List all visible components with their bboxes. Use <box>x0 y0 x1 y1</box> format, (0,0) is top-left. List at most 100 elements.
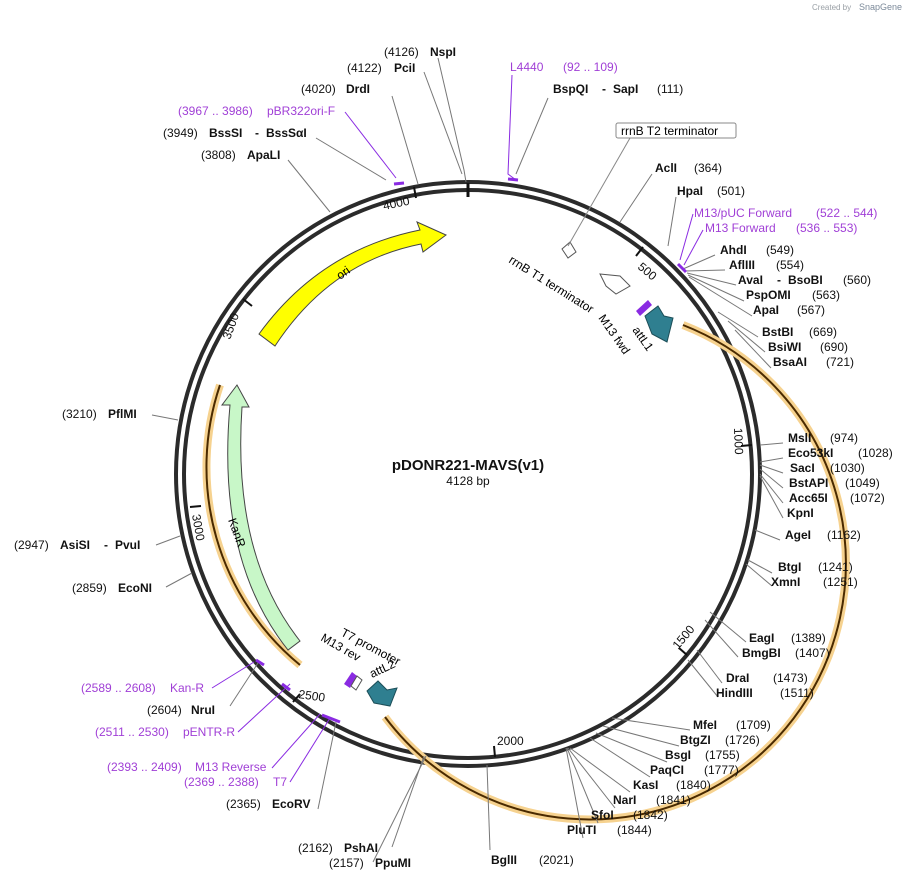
site-hindIII[interactable]: HindIII <box>716 686 753 700</box>
site-btgZI[interactable]: BtgZI <box>680 733 711 747</box>
site-pos-bmgBI: (1407) <box>795 646 830 660</box>
site-aflIII[interactable]: AflIII <box>729 258 755 272</box>
site-apaLI[interactable]: ApaLI <box>247 148 280 162</box>
site-pclI[interactable]: PciI <box>394 61 415 75</box>
ori-feature[interactable] <box>258 221 447 347</box>
tick-1000 <box>740 444 753 447</box>
primer-l4440[interactable]: L4440 <box>510 60 544 74</box>
primer-m13puc[interactable]: M13/pUC Forward <box>694 206 792 220</box>
site-pos-pshAI: (2162) <box>298 841 333 855</box>
tick-3000 <box>189 505 202 508</box>
credit-brand: SnapGene <box>859 2 902 12</box>
site-pos-ecoRV: (2365) <box>226 797 261 811</box>
site-pos-ahdI: (549) <box>766 243 794 257</box>
site-kasI[interactable]: KasI <box>633 778 658 792</box>
tick-3500 <box>242 298 253 307</box>
primer-pentr[interactable]: pENTR-R <box>183 725 235 739</box>
site-eco53kI[interactable]: Eco53kI <box>788 446 833 460</box>
primer-kanR[interactable]: Kan-R <box>170 681 204 695</box>
site-bstAPI[interactable]: BstAPI <box>789 476 828 490</box>
attl1-feature[interactable] <box>644 305 674 343</box>
site-bsaAI[interactable]: BsaAI <box>773 355 807 369</box>
site-paqCI[interactable]: PaqCI <box>650 763 684 777</box>
site-hpaI[interactable]: HpaI <box>677 184 703 198</box>
site-ageI[interactable]: AgeI <box>785 528 811 542</box>
site-bspQI[interactable]: BspQI <box>553 82 588 96</box>
site-ecoRV[interactable]: EcoRV <box>272 797 310 811</box>
site-bsoBI[interactable]: BsoBI <box>788 273 823 287</box>
site-avaI[interactable]: AvaI <box>738 273 763 287</box>
primer-m13fwd[interactable]: M13 Forward <box>705 221 776 235</box>
site-bglII[interactable]: BglII <box>491 853 517 867</box>
m13-fwd-feature[interactable] <box>636 300 652 316</box>
site-bssSI[interactable]: BssSI <box>209 126 242 140</box>
site-aclI[interactable]: AclI <box>655 161 677 175</box>
ori-label: ori <box>334 263 353 282</box>
site-pos-bssSI: (3949) <box>163 126 198 140</box>
site-mfeI[interactable]: MfeI <box>693 718 717 732</box>
site-pos-kasI: (1840) <box>676 778 711 792</box>
site-pos-bstAPI: (1049) <box>845 476 880 490</box>
site-asiSI[interactable]: AsiSI <box>60 538 90 552</box>
site-pshAI[interactable]: PshAI <box>344 841 378 855</box>
primer-range-kanR: (2589 .. 2608) <box>81 681 156 695</box>
site-pos-bspQI: (111) <box>657 82 683 96</box>
site-mslI[interactable]: MslI <box>788 431 811 445</box>
site-bssSaI[interactable]: BssSαI <box>266 126 307 140</box>
site-drdI[interactable]: DrdI <box>346 82 370 96</box>
site-sacI[interactable]: SacI <box>790 461 815 475</box>
site-draI[interactable]: DraI <box>726 671 749 685</box>
site-pos-ageI: (1162) <box>827 528 861 542</box>
site-pos-apaI: (567) <box>797 303 825 317</box>
site-pos-paqCI: (1777) <box>704 763 739 777</box>
primer-range-m13rev: (2393 .. 2409) <box>107 760 182 774</box>
site-pos-aclI: (364) <box>694 161 722 175</box>
site-pspOMI[interactable]: PspOMI <box>746 288 791 302</box>
site-pvuI[interactable]: PvuI <box>115 538 140 552</box>
site-ecoNI[interactable]: EcoNI <box>118 581 152 595</box>
site-narI[interactable]: NarI <box>613 793 636 807</box>
rrnb-t2-feature[interactable] <box>561 241 577 259</box>
site-ppuMI[interactable]: PpuMI <box>375 856 411 870</box>
primer-m13rev[interactable]: M13 Reverse <box>195 760 267 774</box>
rrnb-t1-feature[interactable] <box>599 273 631 295</box>
site-pos-pspOMI: (563) <box>812 288 840 302</box>
m13-rev-feature[interactable] <box>344 672 357 688</box>
site-btgI[interactable]: BtgI <box>778 560 801 574</box>
site-pos-mslI: (974) <box>830 431 858 445</box>
tick-label-2000: 2000 <box>497 734 524 748</box>
site-pflMI[interactable]: PflMI <box>108 407 137 421</box>
site-apaI[interactable]: ApaI <box>753 303 779 317</box>
m13-fwd-label: M13 fwd <box>596 312 633 357</box>
site-bsgI[interactable]: BsgI <box>665 748 691 762</box>
site-pluTI[interactable]: PluTI <box>567 823 596 837</box>
tick-2500 <box>292 693 301 703</box>
kanr-feature[interactable] <box>221 384 301 651</box>
site-asiSI-sep: - <box>104 538 108 552</box>
attl2-feature[interactable] <box>366 680 398 707</box>
site-pos-avaI: (560) <box>843 273 871 287</box>
tick-label-3000: 3000 <box>189 513 207 542</box>
site-xmnI[interactable]: XmnI <box>771 575 800 589</box>
site-bmgBI[interactable]: BmgBI <box>742 646 781 660</box>
primer-t7[interactable]: T7 <box>273 775 287 789</box>
site-nspI[interactable]: NspI <box>430 45 456 59</box>
site-pos-sacI: (1030) <box>830 461 865 475</box>
site-nruI[interactable]: NruI <box>191 703 215 717</box>
site-avaI-sep: - <box>777 273 781 287</box>
site-ahdI[interactable]: AhdI <box>720 243 747 257</box>
site-pos-bsiWI: (690) <box>820 340 848 354</box>
primer-pbr322[interactable]: pBR322ori-F <box>267 104 335 118</box>
primer-range-m13puc: (522 .. 544) <box>816 206 877 220</box>
primer-leaders <box>211 74 704 783</box>
site-sfoI[interactable]: SfoI <box>591 808 614 822</box>
site-eagI[interactable]: EagI <box>749 631 774 645</box>
site-sapI[interactable]: SapI <box>613 82 638 96</box>
site-bsiWI[interactable]: BsiWI <box>768 340 801 354</box>
site-acc65I[interactable]: Acc65I <box>789 491 828 505</box>
site-kpnI[interactable]: KpnI <box>787 506 814 520</box>
site-bstBI[interactable]: BstBI <box>762 325 793 339</box>
primer-range-t7: (2369 .. 2388) <box>184 775 259 789</box>
t7-promoter-feature[interactable] <box>350 675 363 691</box>
site-bspQI-sep: - <box>602 82 606 96</box>
